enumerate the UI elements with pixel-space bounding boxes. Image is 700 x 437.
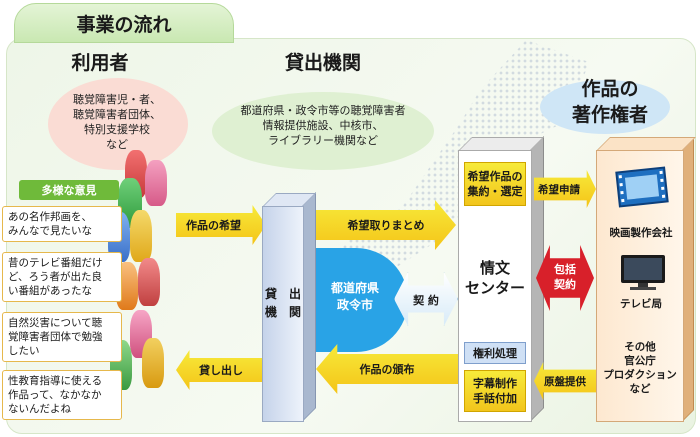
rights-processing-box: 権利処理 [464,342,526,364]
users-desc: 聴覚障害児・者、 聴覚障害者団体、 特別支援学校 など [73,93,161,151]
lenders-heading: 貸出機関 [284,52,361,74]
prefecture-shape [316,248,408,352]
page-title: 事業の流れ [14,3,234,43]
center-tower-top [458,137,544,151]
holders-tower-top [596,137,696,151]
caption-production-box: 字幕制作 手話付加 [464,370,526,412]
contract-label: 契 約 [413,294,439,307]
film-reel-icon [615,166,669,208]
lenders-desc-bubble [212,92,434,170]
quote-3: 自然災害について聴 覚障害者団体で勉強 したい [2,312,122,362]
opinions-tag: 多様な意見 [19,180,119,200]
users-heading: 利用者 [71,52,129,74]
comprehensive-contract-label: 包括 契約 [554,263,576,291]
quote-1: あの名作邦画を、 みんなで見たいな [2,206,122,242]
center-select-box: 希望作品の 集約・選定 [464,162,526,206]
lender-tower [262,206,304,422]
lenders-desc: 都道府県・政令市等の聴覚障害者 情報提供施設、中核市、 ライブラリー機関など [240,104,406,147]
lender-tower-side [302,192,316,422]
users-desc-bubble [48,78,188,170]
rights-holders-heading: 作品の 著作権者 [571,78,648,126]
center-name: 情文 センター [464,259,525,297]
quote-4: 性教育指導に使える 作品って、なかなか ないんだよね [2,370,122,420]
prefecture-label: 都道府県 政令市 [330,281,379,312]
tv-icon [621,255,665,290]
film-company-label: 映画製作会社 [609,227,673,239]
quote-2: 昔のテレビ番組だけ ど、ろう者が出た良 い番組があったな [2,252,122,302]
lender-tower-label: 貸 出 機 関 [264,287,301,319]
rights-holders-bubble [540,80,670,134]
tv-station-label: テレビ局 [620,298,662,310]
other-holders-label: その他 官公庁 プロダクション など [603,341,677,395]
